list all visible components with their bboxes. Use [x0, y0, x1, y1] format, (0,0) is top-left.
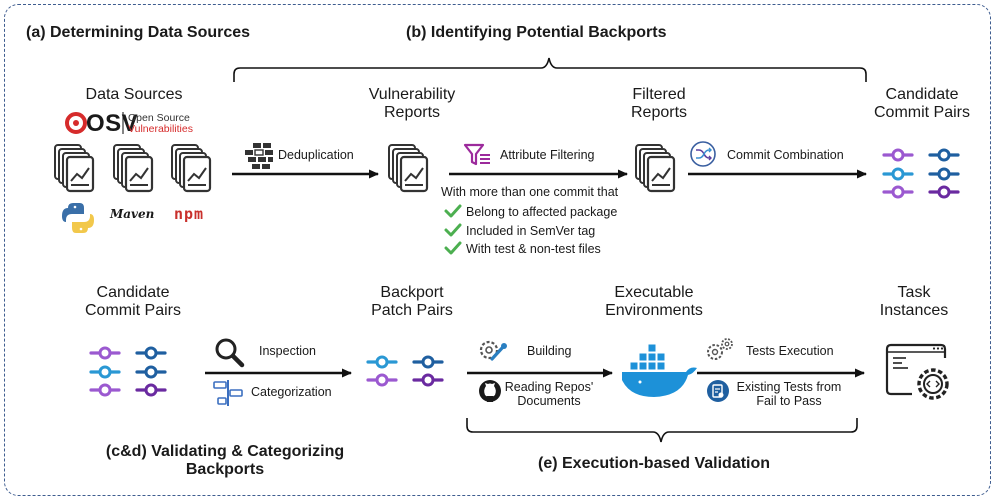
candidate2-line2: Commit Pairs [84, 302, 182, 320]
candidate-commit-pairs-label-2: Candidate Commit Pairs [85, 284, 181, 321]
document-stack-icon [170, 143, 212, 193]
attribute-filtering-label: Attribute Filtering [500, 148, 595, 162]
slider-pair-icon [882, 148, 960, 199]
outer-frame [4, 4, 991, 496]
check-icon [444, 204, 462, 218]
shuffle-icon [690, 141, 716, 167]
reading-line2: Documents [517, 394, 581, 409]
filtered-reports-label: Filtered Reports [631, 86, 687, 123]
filtered-line1: Filtered [632, 86, 686, 103]
section-e-title: (e) Execution-based Validation [538, 455, 771, 472]
candidate-line2: Commit Pairs [873, 104, 971, 122]
existing-line2: Fail to Pass [756, 394, 822, 409]
checklist-icon [707, 380, 729, 402]
task-line1: Task [897, 284, 931, 301]
task-gear-icon [885, 343, 949, 400]
npm-logo-icon: npm [174, 205, 205, 223]
section-b-title: (b) Identifying Potential Backports [406, 24, 667, 41]
slider-pair-icon [89, 346, 167, 397]
existing-line1: Existing Tests from [736, 380, 842, 394]
criterion-semver-tag: Included in SemVer tag [466, 224, 596, 238]
check-icon [444, 223, 462, 237]
brace-e [466, 418, 858, 443]
maven-logo-icon: Maven [110, 207, 155, 221]
reading-repos-label: Reading Repos' Documents [505, 380, 594, 409]
magnifier-icon [215, 338, 245, 368]
section-cd-line1: (c&d) Validating & Categorizing [105, 443, 345, 460]
candidate2-line1: Candidate [96, 284, 170, 301]
osv-target-icon [65, 112, 87, 134]
candidate-line1: Candidate [885, 86, 959, 103]
building-label: Building [527, 344, 572, 358]
python-logo-icon [62, 203, 94, 233]
section-a-title: (a) Determining Data Sources [26, 24, 251, 41]
brace-b [233, 57, 867, 82]
osv-subtitle-1: Open Source [128, 112, 190, 124]
build-gear-icon [479, 340, 507, 361]
vuln-line2: Reports [383, 104, 441, 122]
candidate-commit-pairs-label: Candidate Commit Pairs [874, 86, 970, 123]
backport-line1: Backport [380, 284, 444, 301]
document-stack-icon [53, 143, 95, 193]
gears-icon [707, 338, 733, 360]
docker-icon [622, 343, 697, 397]
backport-line2: Patch Pairs [371, 302, 453, 320]
document-stack-icon [634, 143, 676, 193]
categorization-label: Categorization [251, 385, 332, 399]
brick-icon [245, 143, 273, 169]
filter-icon [463, 143, 490, 166]
backport-patch-pairs-label: Backport Patch Pairs [371, 284, 453, 321]
existing-tests-label: Existing Tests from Fail to Pass [737, 380, 842, 409]
document-stack-icon [387, 143, 429, 193]
tests-execution-label: Tests Execution [746, 344, 834, 358]
document-stack-icon [112, 143, 154, 193]
section-cd-line2: Backports [185, 461, 265, 479]
criterion-affected-package: Belong to affected package [466, 205, 618, 219]
slider-pair-icon [366, 355, 444, 387]
data-sources-label: Data Sources [85, 86, 183, 103]
reading-line1: Reading Repos' [504, 380, 594, 394]
executable-environments-label: Executable Environments [605, 284, 703, 321]
osv-subtitle-2: Vulnerabilities [128, 123, 193, 135]
exec-env-line1: Executable [614, 284, 694, 301]
task-line2: Instances [879, 302, 949, 320]
criteria-intro: With more than one commit that [441, 185, 619, 199]
check-icon [444, 241, 462, 255]
section-cd-title: (c&d) Validating & Categorizing Backport… [106, 443, 344, 480]
vulnerability-reports-label: Vulnerability Reports [369, 86, 456, 123]
commit-combination-label: Commit Combination [727, 148, 844, 162]
deduplication-label: Deduplication [278, 148, 354, 162]
vuln-line1: Vulnerability [368, 86, 456, 103]
filtered-line2: Reports [630, 104, 688, 122]
github-icon [479, 380, 501, 402]
criterion-test-files: With test & non-test files [466, 242, 601, 256]
inspection-label: Inspection [259, 344, 316, 358]
osv-logo: OSV [86, 110, 139, 137]
task-instances-label: Task Instances [880, 284, 948, 321]
categorize-icon [213, 380, 243, 406]
exec-env-line2: Environments [605, 302, 703, 320]
